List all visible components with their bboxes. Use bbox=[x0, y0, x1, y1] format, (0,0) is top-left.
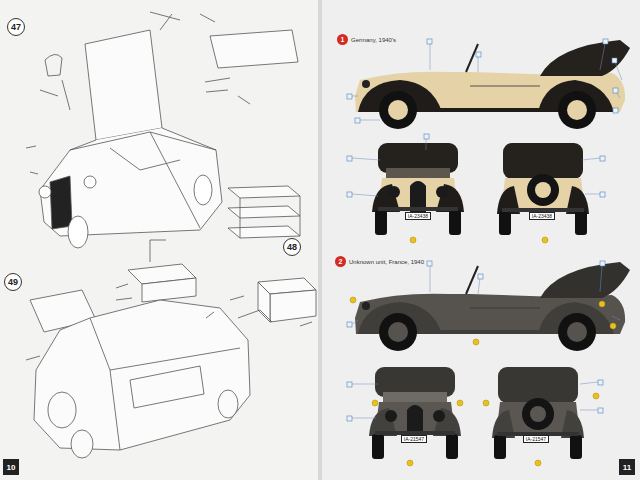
scheme-number: 1Germany, 1940's bbox=[337, 34, 396, 45]
license-plate: IA-23438 bbox=[405, 212, 431, 220]
number: 49 bbox=[4, 273, 22, 291]
car-open-roof bbox=[26, 290, 250, 458]
step-number: 48 bbox=[283, 238, 301, 256]
license-plate: IA-21547 bbox=[523, 435, 549, 443]
number: 1 bbox=[337, 34, 348, 45]
page-number: 10 bbox=[3, 459, 19, 475]
callout-markers bbox=[347, 39, 618, 421]
scheme-title: Unknown unit, France, 1940 bbox=[349, 259, 424, 265]
page-number: 11 bbox=[619, 459, 635, 475]
right-page bbox=[320, 0, 640, 480]
number: 2 bbox=[335, 256, 346, 267]
color-dots bbox=[350, 237, 616, 466]
fold bbox=[318, 0, 322, 480]
scheme-number: 2Unknown unit, France, 1940 bbox=[335, 256, 424, 267]
step-number: 49 bbox=[4, 273, 22, 291]
license-plate: IA-21547 bbox=[401, 435, 427, 443]
leader-lines bbox=[352, 44, 622, 418]
step-number: 47 bbox=[7, 18, 25, 36]
license-plate: IA-23438 bbox=[529, 212, 555, 220]
number: 10 bbox=[3, 459, 19, 475]
scheme-title: Germany, 1940's bbox=[351, 37, 396, 43]
number: 11 bbox=[619, 459, 635, 475]
car-front-view bbox=[369, 367, 461, 459]
car-rear-view bbox=[497, 143, 589, 235]
number: 47 bbox=[7, 18, 25, 36]
car-side-view bbox=[355, 40, 630, 129]
left-page bbox=[0, 0, 320, 480]
car-rear-view bbox=[492, 367, 584, 459]
number: 48 bbox=[283, 238, 301, 256]
car-side-view bbox=[355, 262, 630, 351]
car-front-view bbox=[372, 143, 464, 235]
